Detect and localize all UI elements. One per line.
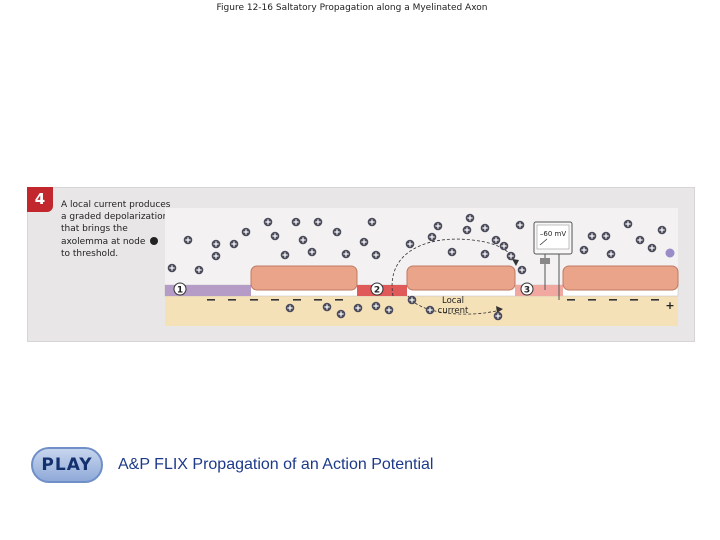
positive-ion-icon xyxy=(337,310,346,319)
positive-ion-icon xyxy=(286,304,295,313)
positive-ion-icon xyxy=(481,224,490,233)
positive-ion-icon xyxy=(333,228,342,237)
play-button[interactable]: PLAY xyxy=(31,447,103,483)
positive-ion-icon xyxy=(492,236,501,245)
positive-ion-icon xyxy=(602,232,611,241)
positive-ion-icon xyxy=(636,236,645,245)
positive-ion-icon xyxy=(406,240,415,249)
axoplasm xyxy=(165,296,678,326)
positive-ion-icon xyxy=(360,238,369,247)
myelin-sheath xyxy=(407,266,515,290)
positive-ion-icon xyxy=(354,304,363,313)
svg-text:2: 2 xyxy=(374,286,380,296)
positive-ion-icon xyxy=(500,242,509,251)
positive-ion-icon xyxy=(308,248,317,257)
positive-ion-icon xyxy=(428,233,437,242)
positive-ion-icon xyxy=(448,248,457,257)
positive-ion-icon xyxy=(323,303,332,312)
positive-ion-icon xyxy=(281,251,290,260)
positive-ion-icon xyxy=(494,312,503,321)
local-current-label-1: Local xyxy=(442,296,464,306)
positive-ion-icon xyxy=(463,226,472,235)
positive-ion-icon xyxy=(372,251,381,260)
positive-ion-icon xyxy=(168,264,177,273)
positive-ion-icon xyxy=(368,218,377,227)
positive-ion-icon xyxy=(212,240,221,249)
positive-ion-icon xyxy=(372,302,381,311)
positive-ion-icon xyxy=(230,240,239,249)
voltmeter-reading: –60 mV xyxy=(540,230,566,238)
positive-ion-icon xyxy=(264,218,273,227)
flix-title-link[interactable]: A&P FLIX Propagation of an Action Potent… xyxy=(118,456,433,474)
positive-ion-icon xyxy=(212,252,221,261)
positive-ion-icon xyxy=(434,222,443,231)
positive-ion-icon xyxy=(271,232,280,241)
positive-ion-icon xyxy=(342,250,351,259)
positive-ion-icon xyxy=(195,266,204,275)
ion-dot xyxy=(666,249,675,258)
positive-ion-icon xyxy=(658,226,667,235)
myelin-sheath xyxy=(563,266,678,290)
positive-ion-icon xyxy=(292,218,301,227)
node-label-1: 1 xyxy=(174,283,186,296)
positive-ion-icon xyxy=(314,218,323,227)
positive-ion-icon xyxy=(624,220,633,229)
positive-ion-icon xyxy=(466,214,475,223)
positive-ion-icon xyxy=(648,244,657,253)
positive-ion-icon xyxy=(385,306,394,315)
myelin-sheath xyxy=(251,266,357,290)
positive-ion-icon xyxy=(588,232,597,241)
positive-ion-icon xyxy=(607,250,616,259)
node-label-3: 3 xyxy=(521,283,533,296)
node-label-2: 2 xyxy=(371,283,383,296)
positive-ion-icon xyxy=(481,250,490,259)
positive-ion-icon xyxy=(408,296,417,305)
local-current-label-2: current xyxy=(438,306,469,316)
positive-ion-icon xyxy=(518,266,527,275)
svg-text:3: 3 xyxy=(524,286,530,296)
badge-overlay xyxy=(27,187,53,212)
positive-ion-icon xyxy=(426,306,435,315)
positive-ion-icon xyxy=(580,246,589,255)
positive-ion-icon xyxy=(242,228,251,237)
svg-text:1: 1 xyxy=(177,286,183,296)
positive-ion-icon xyxy=(507,252,516,261)
positive-ion-icon xyxy=(516,221,525,230)
positive-ion-icon xyxy=(184,236,193,245)
positive-ion-icon xyxy=(299,236,308,245)
positive-terminal: + xyxy=(665,299,674,312)
